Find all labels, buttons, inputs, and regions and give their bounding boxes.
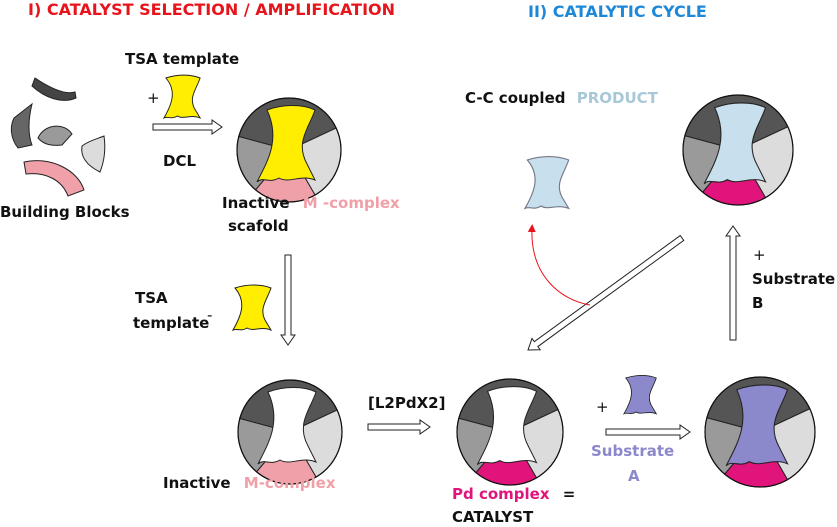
equals-sign: = bbox=[563, 485, 576, 503]
section-title-selection: I) CATALYST SELECTION / AMPLIFICATION bbox=[28, 0, 395, 19]
complex-ring bbox=[682, 94, 794, 206]
empty-cavity bbox=[476, 386, 538, 466]
add-substrate-a-arrow bbox=[605, 424, 691, 440]
dcl-arrow bbox=[152, 119, 223, 135]
complex-ring bbox=[237, 379, 343, 485]
bound-template bbox=[703, 102, 767, 185]
m-complex-word: M-complex bbox=[244, 474, 336, 492]
dcl-label: DCL bbox=[163, 152, 196, 170]
product-shape bbox=[523, 155, 571, 210]
complex-ring bbox=[704, 376, 816, 488]
inactive-word: Inactive bbox=[163, 474, 231, 492]
remove-template-arrow bbox=[280, 254, 296, 346]
bound-template bbox=[256, 105, 317, 183]
add-substrate-b-arrow bbox=[725, 225, 741, 341]
template-label: template bbox=[133, 314, 209, 332]
section-title-cycle: II) CATALYTIC CYCLE bbox=[528, 2, 707, 21]
plus-sign: + bbox=[147, 89, 160, 107]
substrate-ab-complex bbox=[682, 94, 794, 206]
inactive-m-complex bbox=[237, 379, 343, 485]
scaffold-label: Inactive M -complex bbox=[222, 194, 400, 212]
plus-sign-a: + bbox=[596, 398, 609, 416]
inactive-m-complex-label: Inactive M-complex bbox=[163, 474, 336, 492]
substrate-a-letter: A bbox=[628, 467, 640, 485]
product-label: C-C coupled PRODUCT bbox=[465, 89, 659, 107]
substrate-a-complex bbox=[704, 376, 816, 488]
pd-complex-word: Pd complex bbox=[452, 485, 550, 503]
reagent-label: [L2PdX2] bbox=[368, 394, 445, 412]
inactive-scaffold-complex bbox=[236, 97, 342, 203]
pd-complex-label: Pd complex = bbox=[452, 485, 575, 503]
substrate-a-shape bbox=[622, 375, 658, 415]
building-block-light bbox=[81, 135, 106, 173]
pd-catalyst-complex bbox=[456, 378, 564, 486]
building-block-gray bbox=[37, 125, 73, 146]
substrate-b-label: Substrate bbox=[752, 270, 835, 288]
complex-ring bbox=[456, 378, 564, 486]
complex-ring bbox=[236, 97, 342, 203]
plus-sign-b: + bbox=[753, 246, 766, 264]
tsa-template-shape bbox=[162, 74, 202, 120]
cc-coupled-word: C-C coupled bbox=[465, 89, 565, 107]
empty-cavity bbox=[257, 387, 318, 465]
product-release-arrow bbox=[527, 224, 591, 306]
release-catalyst-arrow bbox=[527, 234, 685, 351]
catalyst-label: CATALYST bbox=[452, 508, 534, 526]
tsa-label: TSA bbox=[135, 289, 168, 307]
substrate-b-letter: B bbox=[752, 294, 763, 312]
building-block-pink bbox=[23, 160, 85, 197]
product-word: PRODUCT bbox=[577, 89, 659, 107]
tsa-template-label: TSA template bbox=[125, 50, 239, 68]
metalation-arrow bbox=[367, 419, 431, 435]
tsa-template-removed bbox=[231, 284, 273, 332]
substrate-a-label: Substrate bbox=[591, 442, 674, 460]
scafold-label: scafold bbox=[228, 217, 289, 235]
inactive-word: Inactive bbox=[222, 194, 290, 212]
m-complex-word: M -complex bbox=[303, 194, 400, 212]
building-blocks-label: Building Blocks bbox=[0, 203, 130, 221]
building-block-darkgray bbox=[10, 102, 33, 149]
minus-sign: - bbox=[207, 306, 212, 324]
bound-template bbox=[725, 384, 789, 467]
building-block-dark bbox=[31, 77, 77, 101]
